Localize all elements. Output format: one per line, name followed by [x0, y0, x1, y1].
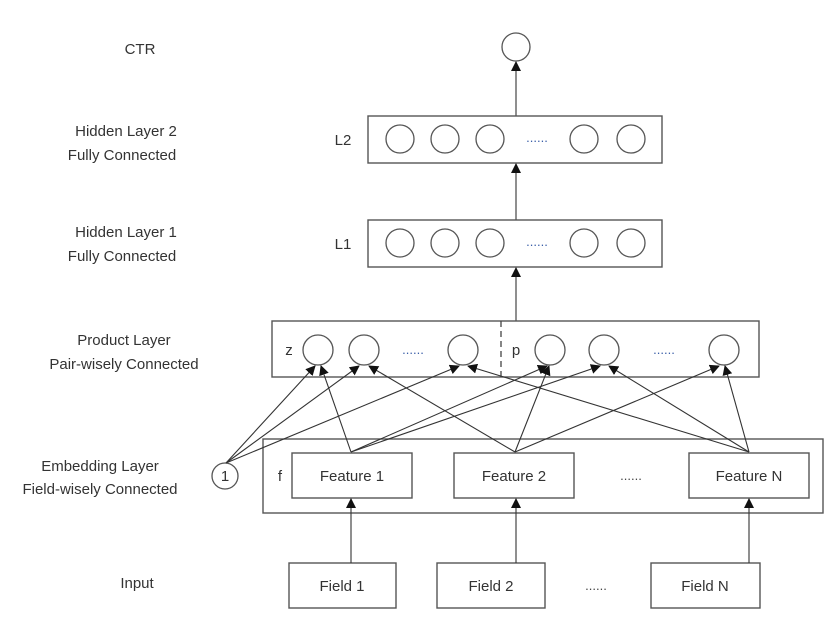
ctr-output-node — [501, 32, 531, 62]
l1-tag: L1 — [335, 236, 352, 253]
l2-tag: L2 — [335, 132, 352, 149]
hidden1-label-line2: Fully Connected — [68, 248, 176, 265]
l1-node — [616, 228, 646, 258]
edge-fn-z3 — [467, 363, 750, 453]
field-2-label: Field 2 — [468, 578, 513, 595]
l1-node — [430, 228, 460, 258]
p-tag: p — [512, 342, 520, 359]
feature-ellipsis: ...... — [620, 468, 642, 483]
hidden-layer-1-nodes — [385, 228, 646, 258]
l2-node — [385, 124, 415, 154]
l2-node — [616, 124, 646, 154]
edge-f1-z1 — [319, 365, 352, 453]
z-tag: z — [285, 342, 293, 359]
edge-f2-pn — [514, 364, 720, 453]
p-ellipsis: ...... — [653, 342, 675, 357]
edge-bias-z1 — [225, 365, 316, 464]
edge-f2-z2 — [368, 365, 516, 453]
l1-node — [385, 228, 415, 258]
product-connections — [225, 363, 750, 464]
field-n-label: Field N — [681, 578, 729, 595]
field-ellipsis: ...... — [585, 578, 607, 593]
field-1-box — [288, 562, 397, 609]
ctr-label: CTR — [125, 41, 156, 58]
embedding-label-line1: Embedding Layer — [41, 458, 159, 475]
p-node-n — [708, 334, 740, 366]
l2-ellipsis: ...... — [526, 130, 548, 145]
feature-1-box — [291, 452, 413, 499]
product-label-line1: Product Layer — [77, 332, 170, 349]
hidden-layer-1-box — [367, 219, 663, 268]
z-node-1 — [302, 334, 334, 366]
field-1-label: Field 1 — [319, 578, 364, 595]
p-node-1 — [534, 334, 566, 366]
z-ellipsis: ...... — [402, 342, 424, 357]
hidden2-label-line1: Hidden Layer 2 — [75, 123, 177, 140]
edge-bias-z2 — [225, 365, 360, 464]
hidden2-label-line2: Fully Connected — [68, 147, 176, 164]
l2-node — [569, 124, 599, 154]
l1-ellipsis: ...... — [526, 234, 548, 249]
feature-2-label: Feature 2 — [482, 468, 546, 485]
hidden-layer-2-nodes — [385, 124, 646, 154]
edge-f1-p2 — [350, 364, 601, 453]
hidden1-label-line1: Hidden Layer 1 — [75, 224, 177, 241]
field-n-box — [650, 562, 761, 609]
bias-node-label: 1 — [221, 468, 229, 485]
f-tag: f — [278, 468, 283, 485]
feature-2-box — [453, 452, 575, 499]
field-2-box — [436, 562, 546, 609]
z-node-3 — [447, 334, 479, 366]
product-label-line2: Pair-wisely Connected — [49, 356, 198, 373]
embedding-label-line2: Field-wisely Connected — [22, 481, 177, 498]
feature-1-label: Feature 1 — [320, 468, 384, 485]
l2-node — [430, 124, 460, 154]
bias-node — [211, 462, 239, 490]
feature-n-box — [688, 452, 810, 499]
edge-bias-z3 — [225, 364, 460, 464]
p-node-2 — [588, 334, 620, 366]
input-label: Input — [120, 575, 154, 592]
l1-node — [569, 228, 599, 258]
edge-f2-p1 — [514, 365, 551, 453]
l2-node — [475, 124, 505, 154]
z-node-2 — [348, 334, 380, 366]
edge-fn-p2 — [608, 365, 750, 453]
l1-node — [475, 228, 505, 258]
edge-fn-pn — [722, 365, 750, 453]
feature-n-label: Feature N — [716, 468, 783, 485]
